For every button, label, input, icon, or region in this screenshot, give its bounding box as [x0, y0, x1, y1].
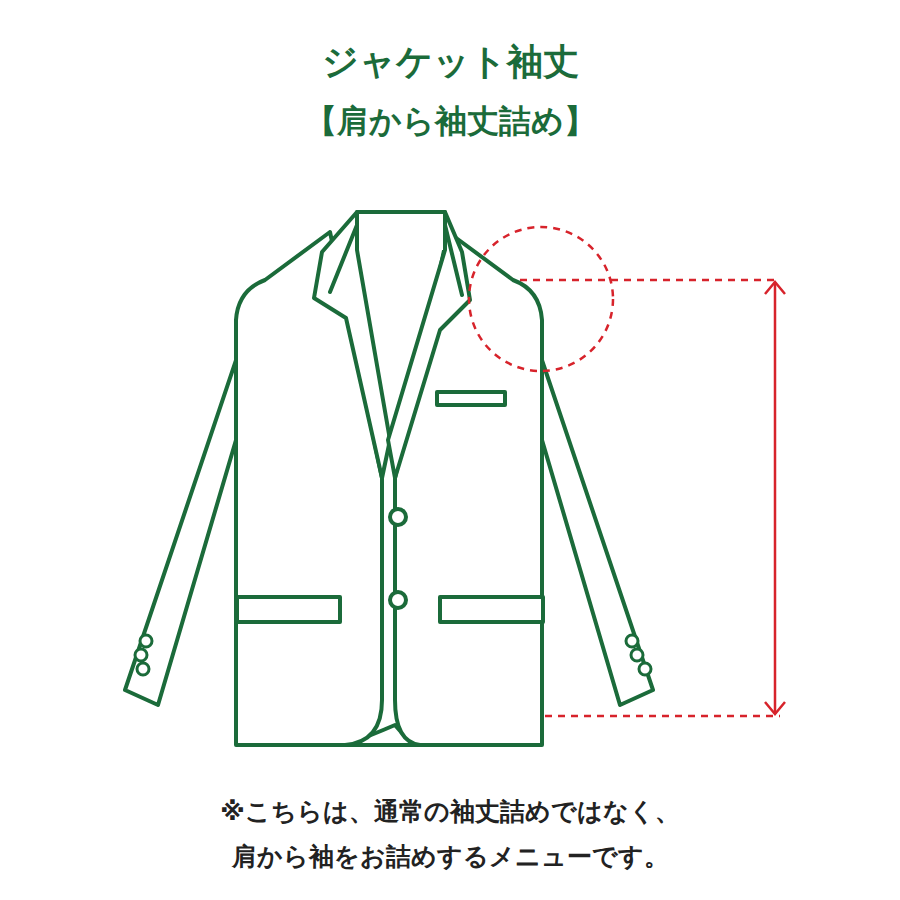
arrow-head: [765, 702, 785, 714]
cuff-button: [135, 649, 147, 661]
front-button: [390, 592, 406, 608]
left-hip-pocket: [237, 597, 340, 622]
arrow-head: [765, 282, 785, 294]
dimension-line: [545, 715, 780, 718]
right-body: [395, 232, 542, 745]
cuff-button: [639, 663, 651, 675]
left-lapel: [314, 212, 390, 478]
cuff-button: [626, 635, 638, 647]
cuff-button: [140, 635, 152, 647]
collar-back: [357, 212, 445, 250]
cuff-button: [137, 663, 149, 675]
right-collar-line: [445, 225, 462, 295]
chest-pocket: [437, 392, 505, 405]
note-line: 肩から袖をお詰めするメニューです。: [0, 840, 900, 873]
shoulder-highlight: [469, 227, 613, 371]
right-lapel: [388, 212, 470, 478]
left-collar-line: [330, 225, 357, 292]
dimension-line: [520, 279, 780, 282]
right-hip-pocket: [440, 597, 543, 622]
dimension-arrow: [774, 282, 777, 714]
title: ジャケット袖丈: [0, 38, 900, 87]
cuff-button: [631, 649, 643, 661]
subtitle: 【肩から袖丈詰め】: [0, 100, 900, 144]
note-line: ※こちらは、通常の袖丈詰めではなく、: [0, 795, 900, 828]
front-button: [390, 509, 406, 525]
